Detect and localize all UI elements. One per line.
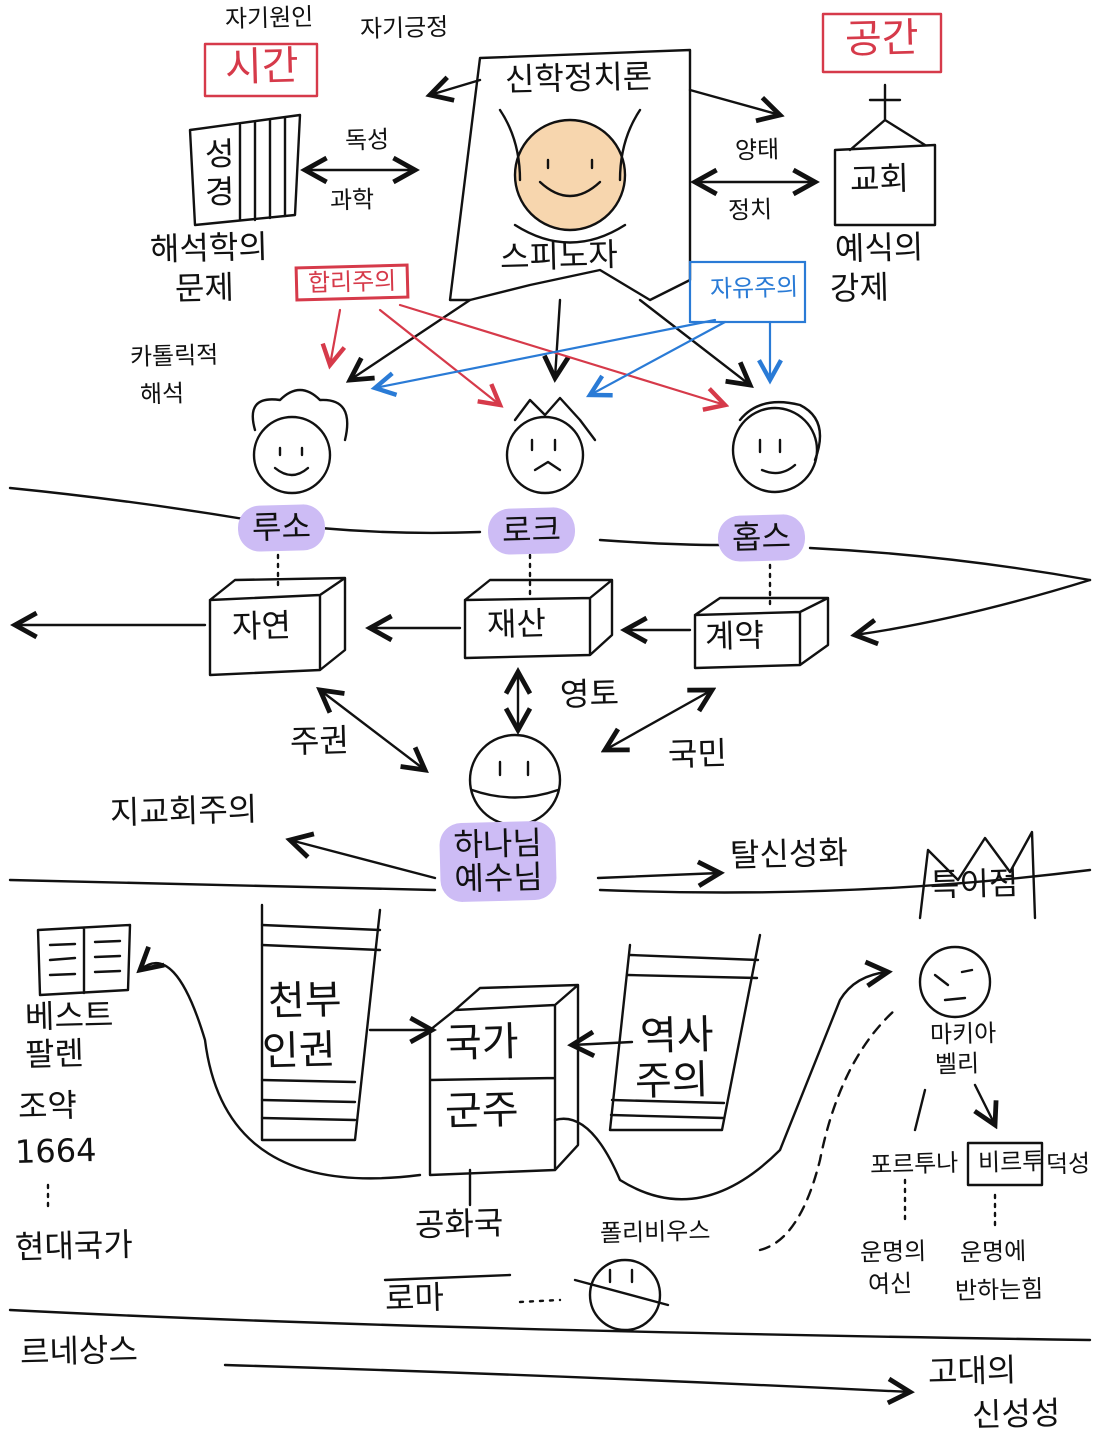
polybius-face	[588, 1258, 662, 1332]
god-label-2: 예수님	[453, 857, 544, 898]
freedom-box	[688, 260, 807, 324]
property-label: 재산	[486, 604, 547, 644]
nature-box	[208, 576, 347, 677]
year-label: 1664	[14, 1130, 97, 1172]
historicism-label-2: 주의	[634, 1057, 710, 1105]
virtu-label: 비르투	[977, 1147, 1045, 1177]
freedom-label: 자유주의	[709, 272, 799, 304]
bible-label-2: 경	[204, 172, 235, 212]
virtu-box	[966, 1141, 1044, 1187]
singularity-label: 특이점	[929, 863, 1019, 905]
machiavelli-label-1: 마키아	[929, 1019, 997, 1049]
rousseau-label: 루소	[237, 503, 326, 552]
sovereignty-label: 주권	[289, 721, 350, 761]
nature-label: 자연	[231, 606, 292, 646]
westphalia-label-2: 팔렌	[24, 1034, 85, 1074]
ritual-label-2: 강제	[829, 268, 890, 308]
virtu-suffix-label: 덕성	[1045, 1149, 1091, 1179]
property-box	[463, 578, 614, 660]
space-box	[821, 12, 943, 74]
machiavelli-label-2: 벨리	[934, 1049, 980, 1079]
rationalism-badge: 합리주의	[294, 263, 410, 302]
polybius-label: 폴리비우스	[599, 1216, 711, 1248]
treatise-page	[448, 48, 692, 302]
machiavelli-face	[918, 945, 992, 1019]
god-face	[468, 733, 562, 827]
fortuna-label: 포르투나	[869, 1148, 959, 1180]
divider-line-1	[8, 486, 1092, 582]
divider-line-2	[8, 868, 1092, 894]
worship-label: 양태	[734, 135, 780, 165]
contract-box	[693, 596, 830, 670]
self-cause-label: 자기원인	[224, 2, 314, 34]
hermeneutics-label-1: 해석학의	[149, 227, 269, 269]
state-label: 국가	[444, 1019, 520, 1067]
rights-label-1: 천부	[267, 977, 343, 1025]
hobbes-face	[731, 406, 819, 494]
ancient-label-1: 고대의	[927, 1350, 1017, 1392]
anticlerical-label: 지교회주의	[109, 790, 258, 832]
self-affirm-label: 자기긍정	[359, 12, 449, 44]
renaissance-label: 르네상스	[19, 1330, 139, 1372]
god-label: 하나님 예수님	[438, 820, 558, 903]
bible-book	[188, 113, 302, 227]
treaty-label: 조약	[17, 1086, 78, 1126]
locke-face	[505, 415, 585, 495]
church-building	[833, 83, 937, 227]
locke-label: 로크	[487, 506, 576, 555]
bible-label-1: 성	[204, 134, 235, 174]
rousseau-face	[252, 415, 332, 495]
divider-line-3	[8, 1308, 1092, 1342]
church-label: 교회	[849, 159, 910, 199]
territory-label: 영토	[559, 674, 620, 714]
treatise-title: 신학정치론	[504, 57, 653, 99]
resist-label-1: 운명에	[959, 1237, 1027, 1267]
state-box	[428, 983, 580, 1177]
hermeneutics-label-2: 문제	[174, 268, 235, 308]
people-label: 국민	[667, 734, 728, 774]
hobbes-label: 홉스	[717, 513, 806, 562]
science-label: 과학	[329, 185, 375, 215]
historicism-label-1: 역사	[639, 1012, 715, 1060]
time-box	[203, 42, 319, 98]
reading-label: 독성	[344, 125, 390, 155]
desacral-label: 탈신성화	[729, 833, 849, 875]
contract-label: 계약	[704, 616, 765, 656]
modern-state-label: 현대국가	[14, 1225, 134, 1267]
westphalia-label-1: 베스트	[24, 995, 114, 1037]
monarch-label: 군주	[444, 1087, 520, 1135]
resist-label-2: 반하는힘	[954, 1274, 1044, 1306]
rights-label-2: 인권	[261, 1027, 337, 1075]
goddess-label-1: 운명의	[859, 1237, 927, 1267]
rome-label: 로마	[384, 1278, 445, 1318]
catholic-label-2: 해석	[139, 379, 185, 409]
spinoza-label: 스피노자	[499, 235, 619, 277]
ancient-label-2: 신성성	[971, 1393, 1061, 1435]
space-box-label: 공간	[844, 15, 920, 63]
time-box-label: 시간	[224, 43, 300, 91]
politics-label: 정치	[727, 195, 773, 225]
historicism-column	[608, 933, 762, 1132]
spinoza-face	[513, 118, 627, 232]
ritual-label-1: 예식의	[834, 227, 924, 269]
republic-label: 공화국	[414, 1203, 504, 1245]
goddess-label-2: 여신	[867, 1269, 913, 1299]
singularity-crown	[918, 830, 1037, 920]
treaty-book	[36, 923, 132, 997]
rights-column	[260, 903, 382, 1142]
catholic-label-1: 카톨릭적	[129, 340, 219, 372]
